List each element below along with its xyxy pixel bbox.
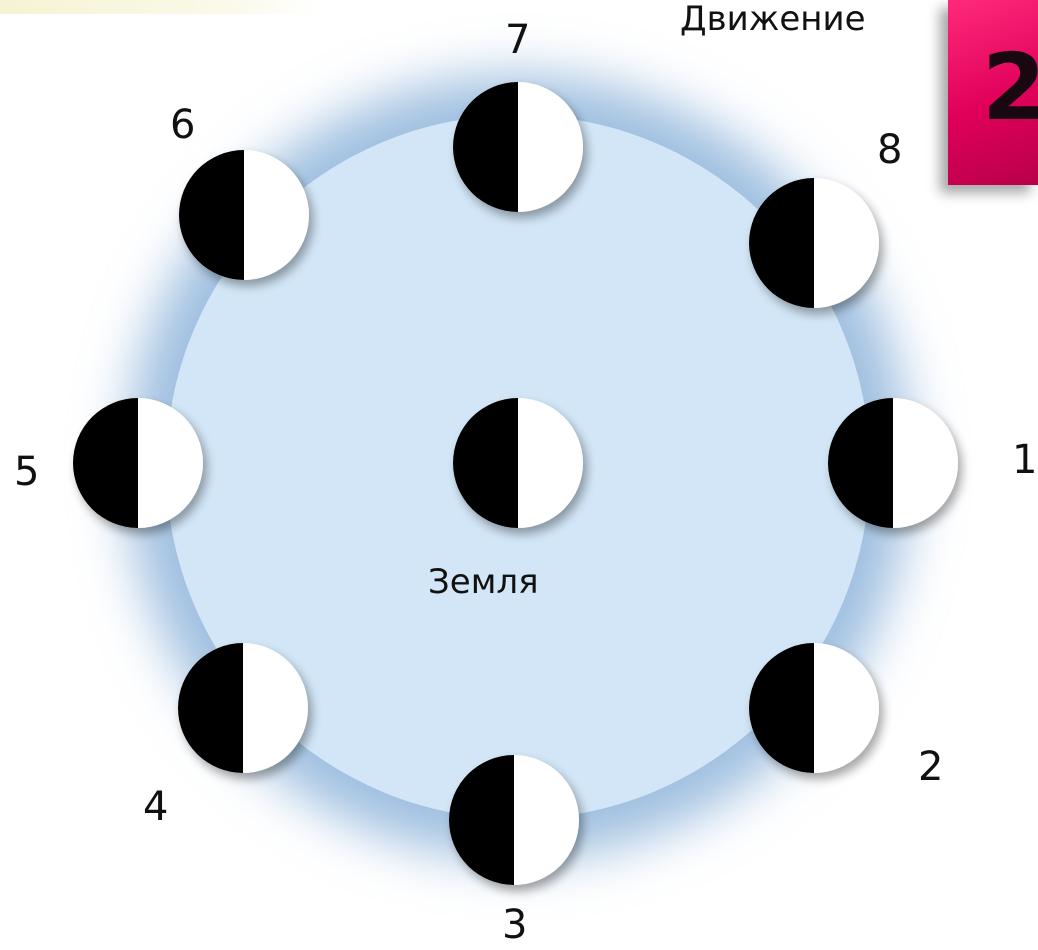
corner-number: 2	[982, 42, 1038, 134]
moon-position-8	[749, 178, 879, 308]
moon-position-1	[828, 398, 958, 528]
moon-position-4	[178, 643, 308, 773]
motion-label: Движение	[680, 2, 866, 36]
moon-position-3	[449, 755, 579, 885]
moon-position-6	[179, 150, 309, 280]
dark-half	[73, 398, 138, 528]
position-label-6: 6	[170, 105, 195, 145]
position-label-4: 4	[143, 787, 168, 827]
position-label-8: 8	[877, 130, 902, 170]
position-label-5: 5	[14, 452, 39, 492]
position-label-7: 7	[505, 20, 530, 60]
moon-position-5	[73, 398, 203, 528]
moon-position-2	[749, 643, 879, 773]
position-label-2: 2	[918, 747, 943, 787]
position-label-1: 1	[1012, 440, 1037, 480]
earth-label: Земля	[428, 565, 539, 599]
position-label-3: 3	[502, 905, 527, 945]
earth-icon	[453, 398, 583, 528]
corner-accent-box: 2	[948, 0, 1038, 185]
moon-position-7	[453, 82, 583, 212]
